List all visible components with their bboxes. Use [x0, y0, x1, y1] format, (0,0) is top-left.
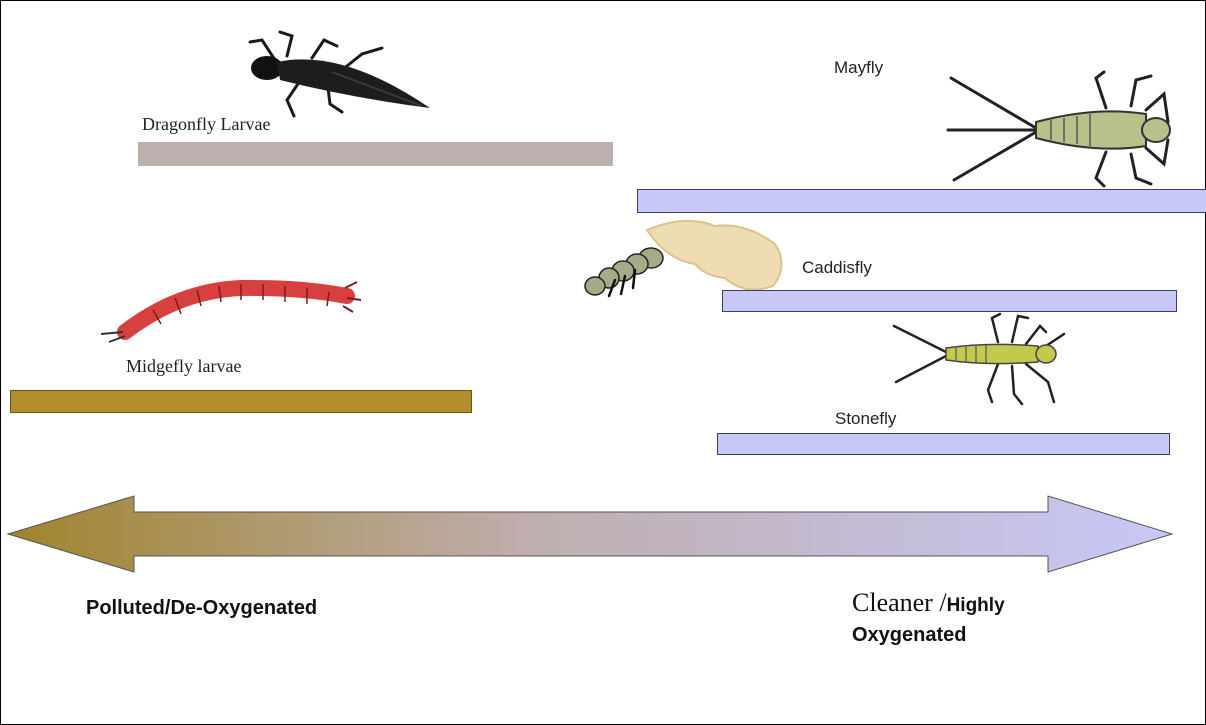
mayfly-nymph-icon [946, 70, 1178, 188]
label-oxygenated: Oxygenated [852, 624, 966, 647]
stonefly-nymph-icon [888, 312, 1068, 408]
label-polluted: Polluted/De-Oxygenated [86, 597, 317, 620]
caddisfly-larva-icon [575, 216, 793, 300]
label-stonefly: Stonefly [835, 409, 896, 429]
label-highly-text: Highly [947, 595, 1005, 616]
midge-larva-icon [95, 278, 363, 344]
label-cleaner-text: Cleaner / [852, 588, 947, 617]
label-midgefly-larvae: Midgefly larvae [126, 356, 241, 377]
label-caddisfly: Caddisfly [802, 258, 872, 278]
bar-caddisfly [722, 290, 1177, 312]
dragonfly-larva-icon [232, 28, 437, 123]
label-cleaner: Cleaner /Highly [852, 588, 1005, 618]
bar-midgefly-larvae [10, 390, 472, 413]
label-dragonfly-larvae: Dragonfly Larvae [142, 114, 270, 135]
bar-stonefly [717, 433, 1170, 455]
oxygen-gradient-arrow [0, 490, 1206, 580]
bar-dragonfly-larvae [138, 142, 613, 166]
label-mayfly: Mayfly [834, 58, 883, 78]
bar-mayfly [637, 189, 1206, 213]
